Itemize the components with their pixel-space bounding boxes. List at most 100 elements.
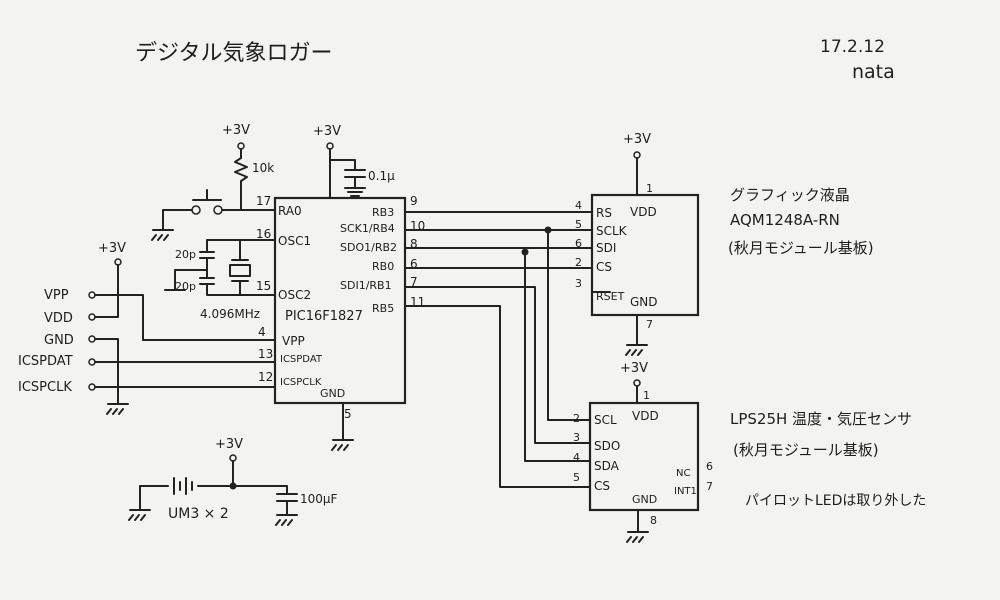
sensor-pin-scl: SCL [594,413,617,427]
sensor-title: LPS25H 温度・気圧センサ [730,410,912,428]
schematic-author: nata [852,61,895,83]
reset-switch-wires [151,209,242,241]
reset-switch-button [192,189,222,201]
net-sdo1-to-sda [524,251,591,462]
lcd-pinnum-sdi: 6 [575,237,582,250]
bypass-cap-label: 0.1μ [368,169,395,183]
lcd-pinnum-vdd: 1 [646,182,653,195]
sensor-pin-cs: CS [594,479,610,493]
icsp-label-vdd: VDD [44,311,73,326]
net-rb5-sensor-cs [404,305,591,488]
pic-pinnum-osc1: 16 [256,227,271,241]
sensor-pin-sdo: SDO [594,439,620,453]
lcd-pinnum-reset: 3 [575,277,582,290]
sensor-pinnum-nc: 6 [706,460,713,473]
lcd-pin-reset: RSET [596,290,625,303]
osc-cap-upper-value: 20p [175,248,196,261]
icsp-label-icspdat: ICSPDAT [18,354,73,369]
crystal-symbol [229,239,251,296]
crystal-frequency: 4.096MHz [200,307,260,321]
icsp-label-icspclk: ICSPCLK [18,380,72,395]
sensor-pin-gnd: GND [632,493,657,506]
pic-pinnum-rb2: 8 [410,237,418,251]
pic-pin-ra0: RA0 [278,204,302,218]
sensor-pinnum-scl: 2 [573,412,580,425]
sensor-pin-vdd: VDD [632,409,659,423]
pic-part-label: PIC16F1827 [285,309,363,324]
lcd-pin-sclk: SCLK [596,224,628,238]
icsp-label-vpp: VPP [44,288,69,303]
pic-body [273,196,407,405]
sensor-pin-int1: INT1 [674,486,697,497]
lcd-body [590,193,700,317]
pullup-value: 10k [252,161,274,175]
pic-pinnum-vpp: 4 [258,325,266,339]
power-cap-label: 100μF [300,492,338,506]
sensor-body [588,401,700,512]
pullup-supply-label: +3V [222,123,250,138]
pic-pin-rb0: RB0 [372,260,394,273]
lcd-pinnum-gnd: 7 [646,318,653,331]
osc-cap-lower [164,269,276,296]
icsp-gnd-net [94,338,129,415]
pic-pinnum-ra0: 17 [256,194,271,208]
icsp-supply-label: +3V [98,241,126,256]
pic-pin-icspclk: ICSPCLK [280,377,322,388]
osc-cap-lower-value: 20p [175,280,196,293]
junction-sdi [521,248,529,256]
pic-supply-label: +3V [313,124,341,139]
lcd-pin-cs: CS [596,260,612,274]
sensor-note: (秋月モジュール基板) [733,441,879,459]
lcd-title: グラフィック液晶 [730,186,850,204]
battery-symbol [139,477,288,511]
pilot-led-note: パイロットLEDは取り外した [745,493,926,509]
lcd-pinnum-rs: 4 [575,199,582,212]
sensor-pin-sda: SDA [594,459,620,473]
pic-pin-gnd: GND [320,387,345,400]
pic-pin-rb2: SDO1/RB2 [340,241,397,254]
sensor-pin-nc: NC [676,468,690,479]
lcd-pin-gnd: GND [630,295,658,309]
reset-switch-contact-a [191,205,201,215]
icsp-vdd-net [94,264,119,318]
pic-gnd-symbol [331,402,354,451]
lcd-note: (秋月モジュール基板) [728,239,874,257]
power-cap-symbol [275,493,298,526]
sensor-pinnum-int1: 7 [706,480,713,493]
lcd-supply-label: +3V [623,132,651,147]
pic-pin-osc2: OSC2 [278,288,311,302]
sensor-gnd-symbol [626,509,649,543]
pic-pin-osc1: OSC1 [278,234,311,248]
power-supply-label: +3V [215,437,243,452]
schematic-date: 17.2.12 [820,37,885,57]
reset-switch-contact-b [213,205,223,215]
junction-sclk [544,226,552,234]
net-rb1-sdo [404,286,591,444]
lcd-pin-rs: RS [596,206,612,220]
pic-pinnum-rb1: 7 [410,275,418,289]
battery-label: UM3 × 2 [168,506,229,522]
sensor-pinnum-sda: 4 [573,451,580,464]
sensor-pinnum-vdd: 1 [643,389,650,402]
pic-pin-vpp: VPP [282,334,305,348]
lcd-pinnum-cs: 2 [575,256,582,269]
pullup-resistor [234,148,276,211]
pic-pinnum-icspdat: 13 [258,347,273,361]
lcd-part: AQM1248A-RN [730,211,840,229]
pic-pin-rb4: SCK1/RB4 [340,222,395,235]
sensor-pinnum-cs: 5 [573,471,580,484]
pic-pinnum-icspclk: 12 [258,370,273,384]
lcd-gnd-symbol [625,314,648,356]
lcd-pin-sdi: SDI [596,241,616,255]
sensor-pinnum-gnd: 8 [650,514,657,527]
pic-pinnum-rb3: 9 [410,194,418,208]
net-sclk-to-scl [547,229,591,421]
bypass-cap-symbol [329,159,366,197]
pic-pin-rb1: SDI1/RB1 [340,279,392,292]
pic-pin-rb5: RB5 [372,302,394,315]
pic-pinnum-gnd: 5 [344,407,352,421]
lcd-pinnum-sclk: 5 [575,218,582,231]
icsp-label-gnd: GND [44,333,74,348]
